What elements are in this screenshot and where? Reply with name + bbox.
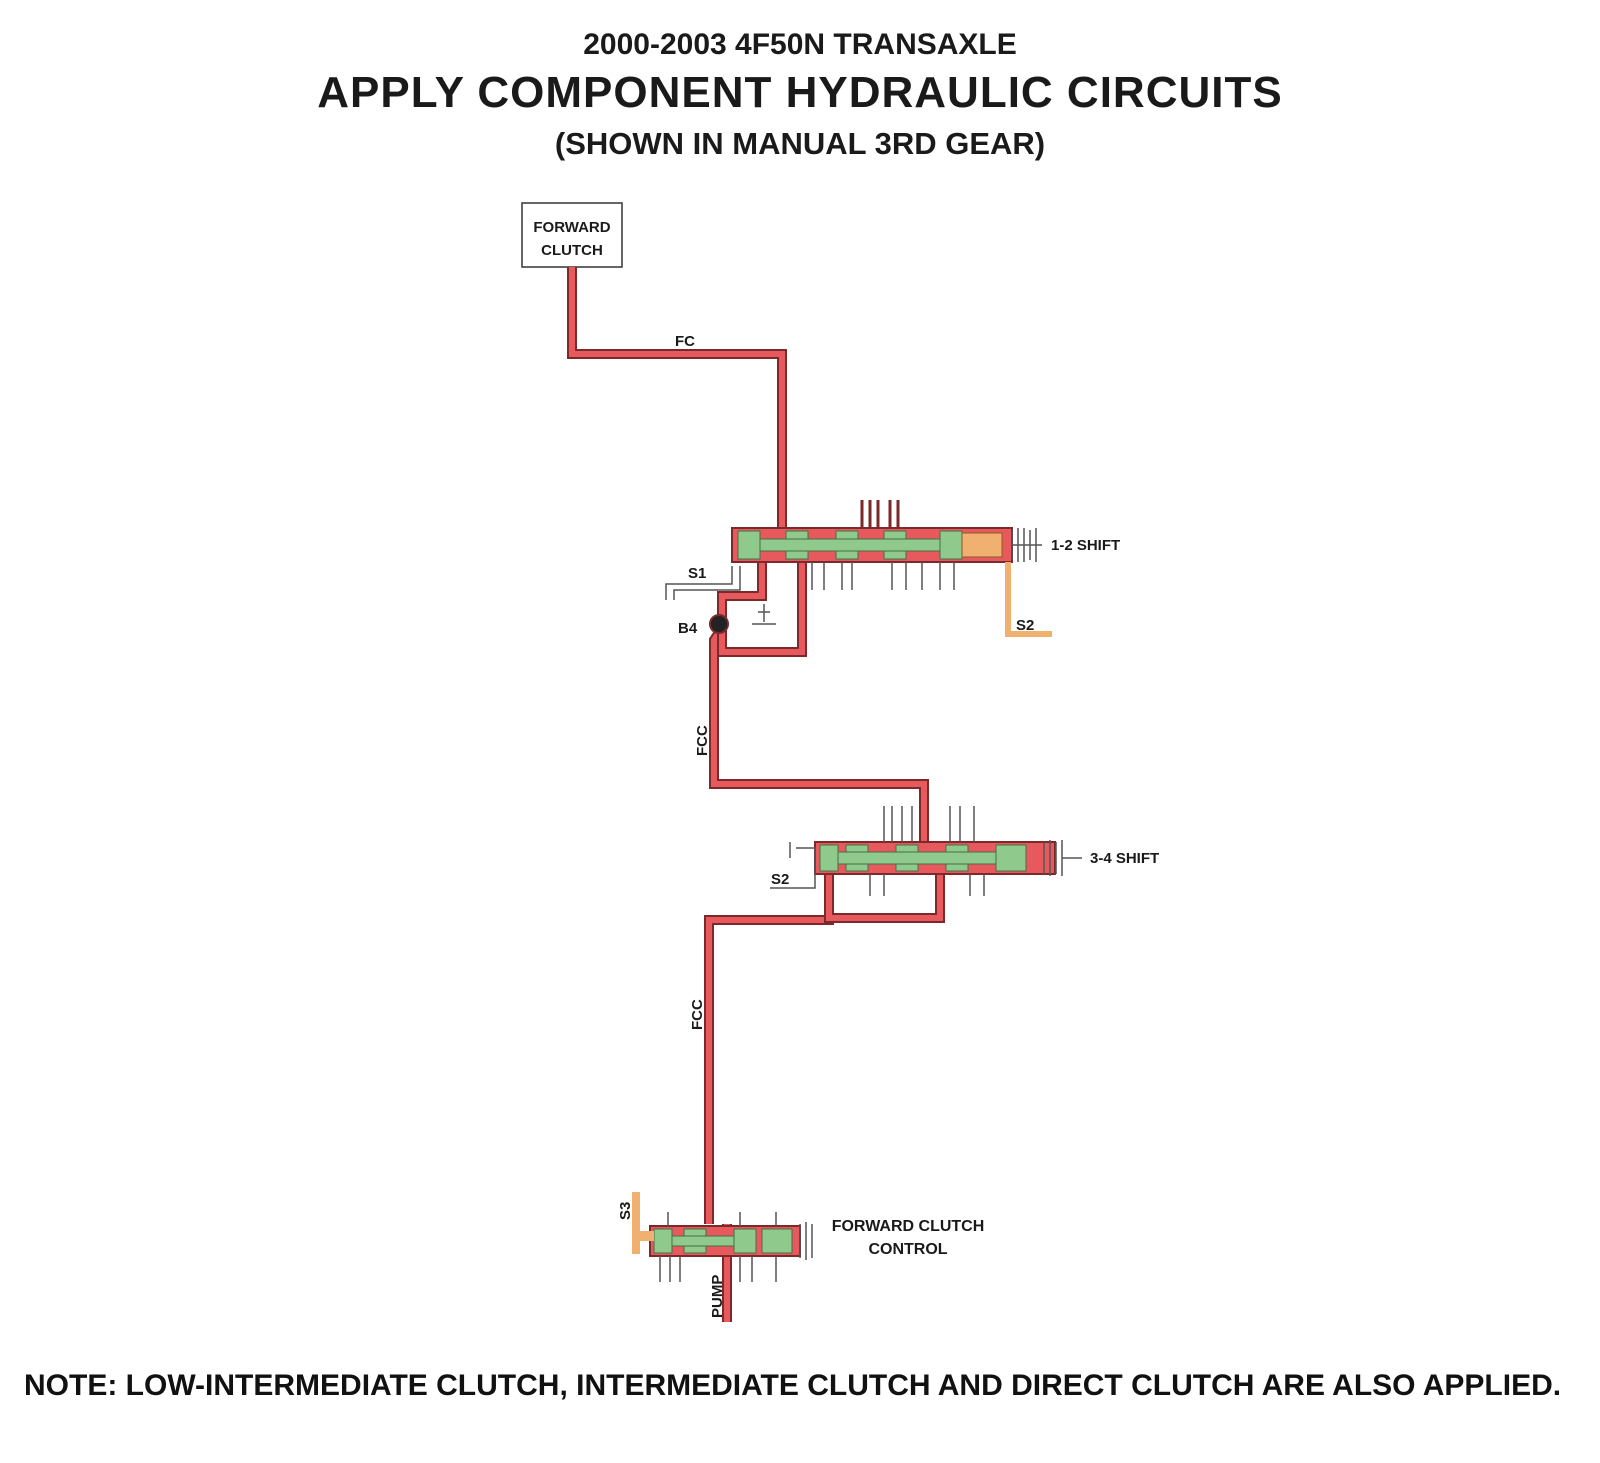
b4-label: B4 bbox=[678, 620, 698, 637]
pump-label: PUMP bbox=[709, 1275, 726, 1318]
fcc-lower-label: FCC bbox=[689, 999, 706, 1030]
title-block: 2000-2003 4F50N TRANSAXLE APPLY COMPONEN… bbox=[0, 24, 1600, 168]
fcc-upper-passage bbox=[709, 560, 929, 848]
s2-top-label: S2 bbox=[1016, 617, 1034, 634]
forward-clutch-box bbox=[521, 202, 623, 268]
fc-passage bbox=[567, 267, 787, 530]
shift-34-valve bbox=[770, 806, 1082, 896]
footnote: NOTE: LOW-INTERMEDIATE CLUTCH, INTERMEDI… bbox=[24, 1369, 1562, 1402]
fc-label: FC bbox=[675, 333, 695, 350]
fcc-valve-label-2: CONTROL bbox=[868, 1241, 947, 1258]
shift-12-valve bbox=[665, 500, 1052, 637]
s2-mid-label: S2 bbox=[771, 871, 789, 888]
page-title: APPLY COMPONENT HYDRAULIC CIRCUITS bbox=[317, 68, 1283, 117]
fcc-valve bbox=[632, 1192, 813, 1282]
forward-clutch-label-2: CLUTCH bbox=[541, 242, 603, 259]
fcc-upper-label: FCC bbox=[694, 725, 711, 756]
shift-34-label: 3-4 SHIFT bbox=[1090, 850, 1159, 867]
forward-clutch-label-1: FORWARD bbox=[533, 219, 610, 236]
fcc-lower-passage bbox=[704, 858, 945, 1224]
s1-label: S1 bbox=[688, 565, 706, 582]
gear-subtitle: (SHOWN IN MANUAL 3RD GEAR) bbox=[554, 126, 1046, 161]
s3-label: S3 bbox=[617, 1202, 634, 1220]
shift-12-label: 1-2 SHIFT bbox=[1051, 537, 1120, 554]
transaxle-title: 2000-2003 4F50N TRANSAXLE bbox=[583, 28, 1017, 61]
fcc-valve-label-1: FORWARD CLUTCH bbox=[832, 1218, 985, 1235]
checkball-b4 bbox=[709, 614, 729, 634]
